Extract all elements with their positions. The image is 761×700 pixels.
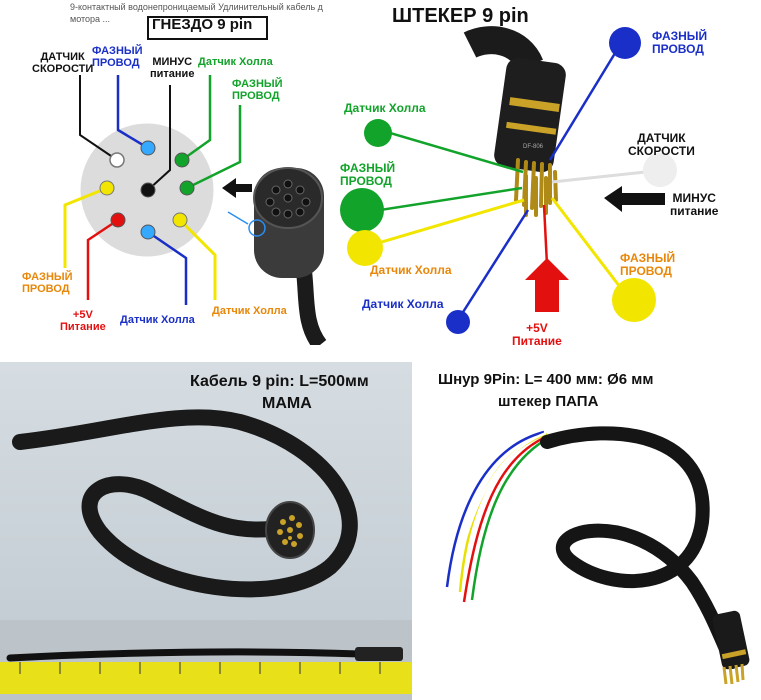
wire-hall-blue xyxy=(147,230,188,305)
wire-speed xyxy=(551,170,646,184)
pin-minus xyxy=(140,182,156,198)
plus5v-arrow-icon xyxy=(525,258,569,312)
male-cable-subtitle: штекер ПАПА xyxy=(498,393,599,410)
label-hall-blue: Датчик Холла xyxy=(362,297,444,311)
wire-hall-green-top xyxy=(379,128,524,174)
plug-cable xyxy=(463,26,543,72)
label-hall-green: Датчик Холла xyxy=(198,56,273,68)
label-minus: МИНУС питание xyxy=(670,191,719,218)
key-highlight xyxy=(248,219,266,237)
pin-5v xyxy=(110,212,126,228)
label-phase-blue: ФАЗНЫЙ ПРОВОД xyxy=(652,29,708,56)
male-cable-title: Шнур 9Pin: L= 400 мм: Ø6 мм xyxy=(438,371,654,388)
wire-5v xyxy=(542,204,549,266)
plug-pinout-svg: DF-806 xyxy=(340,26,677,334)
female-cable-title: Кабель 9 pin: L=500мм xyxy=(190,373,369,390)
female-cable-photo-panel: Кабель 9 pin: L=500мм МАМА xyxy=(0,362,412,700)
male-cable-photo-panel: Шнур 9Pin: L= 400 мм: Ø6 мм штекер ПАПА xyxy=(412,362,761,700)
plug-body xyxy=(494,57,566,173)
socket-title-box xyxy=(147,16,268,40)
wire-phase-blue xyxy=(116,75,149,150)
wire-hall-yellow xyxy=(367,198,525,248)
wire-phase-yellow xyxy=(550,197,632,301)
dot-hall-yellow xyxy=(347,230,383,266)
measuring-tape xyxy=(0,662,412,694)
socket-title: ГНЕЗДО 9 pin xyxy=(152,16,253,33)
wire-phase-green xyxy=(186,105,242,190)
pin-hall-green xyxy=(174,152,190,168)
wire-minus xyxy=(147,85,171,191)
plug-diagram-panel: ШТЕКЕР 9 pin DF-806 xyxy=(340,0,761,355)
plug-part-number: DF-806 xyxy=(523,144,544,150)
socket-pinout-svg xyxy=(63,75,327,345)
label-phase-blue: ФАЗНЫЙ ПРОВОД xyxy=(92,45,143,69)
label-speed-sensor: ДАТЧИК СКОРОСТИ xyxy=(32,51,94,75)
wire-speed xyxy=(79,75,118,161)
wire-phase-green xyxy=(379,186,523,212)
dot-phase-green xyxy=(340,188,384,232)
female-cable-subtitle: МАМА xyxy=(262,395,312,412)
pin-speed xyxy=(109,152,125,168)
listing-caption: 9-контактный водонепроницаемый Удлинител… xyxy=(70,2,323,24)
label-speed-sensor: ДАТЧИК СКОРОСТИ xyxy=(628,131,695,158)
socket-diagram-panel: 9-контактный водонепроницаемый Удлинител… xyxy=(0,0,340,345)
label-hall-blue: Датчик Холла xyxy=(120,314,195,326)
dot-phase-blue xyxy=(609,27,641,59)
label-5v: +5V Питание xyxy=(512,321,562,348)
label-minus: МИНУС питание xyxy=(150,56,195,80)
label-hall-yellow: Датчик Холла xyxy=(212,305,287,317)
wire-hall-blue xyxy=(456,209,530,321)
label-5v: +5V Питание xyxy=(60,309,106,333)
wire-hall-green xyxy=(181,75,212,162)
dot-phase-yellow xyxy=(612,278,656,322)
wire-5v xyxy=(86,218,119,300)
female-cable-svg xyxy=(0,409,412,700)
label-hall-yellow: Датчик Холла xyxy=(370,263,452,277)
pin-phase-green xyxy=(179,180,195,196)
pin-hall-blue xyxy=(140,224,156,240)
label-phase-green: ФАЗНЫЙ ПРОВОД xyxy=(232,78,283,102)
label-phase-yellow: ФАЗНЫЙ ПРОВОД xyxy=(620,251,676,278)
dot-hall-blue xyxy=(446,310,470,334)
minus-arrow-icon xyxy=(604,186,665,212)
pin-phase-blue xyxy=(140,140,156,156)
pointer-arrow-icon xyxy=(222,178,252,198)
wire-phase-yellow xyxy=(63,186,108,268)
pin-hall-yellow xyxy=(172,212,188,228)
wire-phase-blue xyxy=(548,44,622,161)
label-hall-green-top: Датчик Холла xyxy=(344,101,426,115)
label-phase-green: ФАЗНЫЙ ПРОВОД xyxy=(340,161,396,188)
dot-hall-green-top xyxy=(364,119,392,147)
plug-title: ШТЕКЕР 9 pin xyxy=(392,5,529,27)
label-phase-yellow: ФАЗНЫЙ ПРОВОД xyxy=(22,271,73,295)
wire-hall-yellow xyxy=(178,218,217,300)
male-cable-svg xyxy=(445,426,750,685)
pin-phase-yellow xyxy=(99,180,115,196)
dot-speed xyxy=(643,153,677,187)
